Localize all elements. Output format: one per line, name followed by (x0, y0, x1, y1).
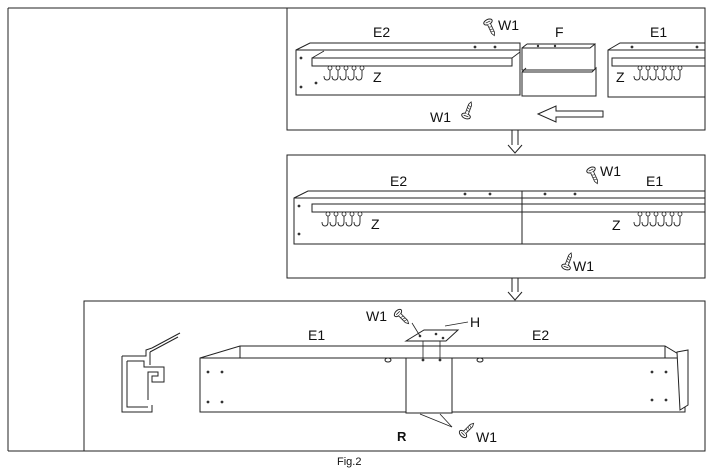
step3-frame (83, 300, 706, 452)
step2-label-z-left: Z (371, 216, 380, 232)
figure-caption: Fig.2 (337, 456, 361, 468)
step3-label-e2: E2 (532, 327, 549, 343)
step2-panel: E2 E1 W1 W1 Z Z (286, 154, 706, 279)
step1-label-z-right: Z (616, 69, 625, 85)
arrow-left-icon (536, 105, 604, 123)
step1-rail-e2 (295, 42, 521, 96)
step1-label-w1-top: W1 (498, 17, 519, 33)
step3-label-w1-top: W1 (366, 308, 387, 324)
step1-label-f: F (555, 24, 564, 40)
arrow-down-icon (507, 278, 523, 301)
step3-plate-h (404, 321, 469, 358)
step3-label-e1: E1 (308, 327, 325, 343)
step2-label-w1-top: W1 (600, 163, 621, 179)
step1-connector-f (521, 42, 597, 97)
screw-icon (482, 17, 499, 38)
step3-joint-sleeve-r (405, 357, 453, 414)
step1-label-e2: E2 (373, 24, 390, 40)
step3-label-r: R (397, 429, 407, 444)
step2-rail-joined (293, 190, 706, 245)
arrow-down-icon (507, 130, 523, 154)
step1-panel: E2 F E1 W1 W1 Z Z (286, 7, 706, 131)
step2-label-w1-bottom: W1 (573, 258, 594, 274)
screw-icon (460, 99, 476, 121)
step3-panel: E1 E2 H W1 W1 R (83, 300, 706, 452)
step2-label-e2: E2 (390, 173, 407, 189)
step3-label-h: H (470, 314, 480, 330)
step2-label-z-right: Z (612, 217, 621, 233)
screw-icon (392, 307, 413, 328)
step3-label-w1-bottom: W1 (476, 429, 497, 445)
step1-label-z-left: Z (373, 69, 382, 85)
step1-label-e1: E1 (650, 24, 667, 40)
screw-icon (457, 419, 478, 440)
step2-label-e1: E1 (646, 173, 663, 189)
rail-profile-section (121, 332, 181, 413)
step1-label-w1-bottom: W1 (430, 109, 451, 125)
